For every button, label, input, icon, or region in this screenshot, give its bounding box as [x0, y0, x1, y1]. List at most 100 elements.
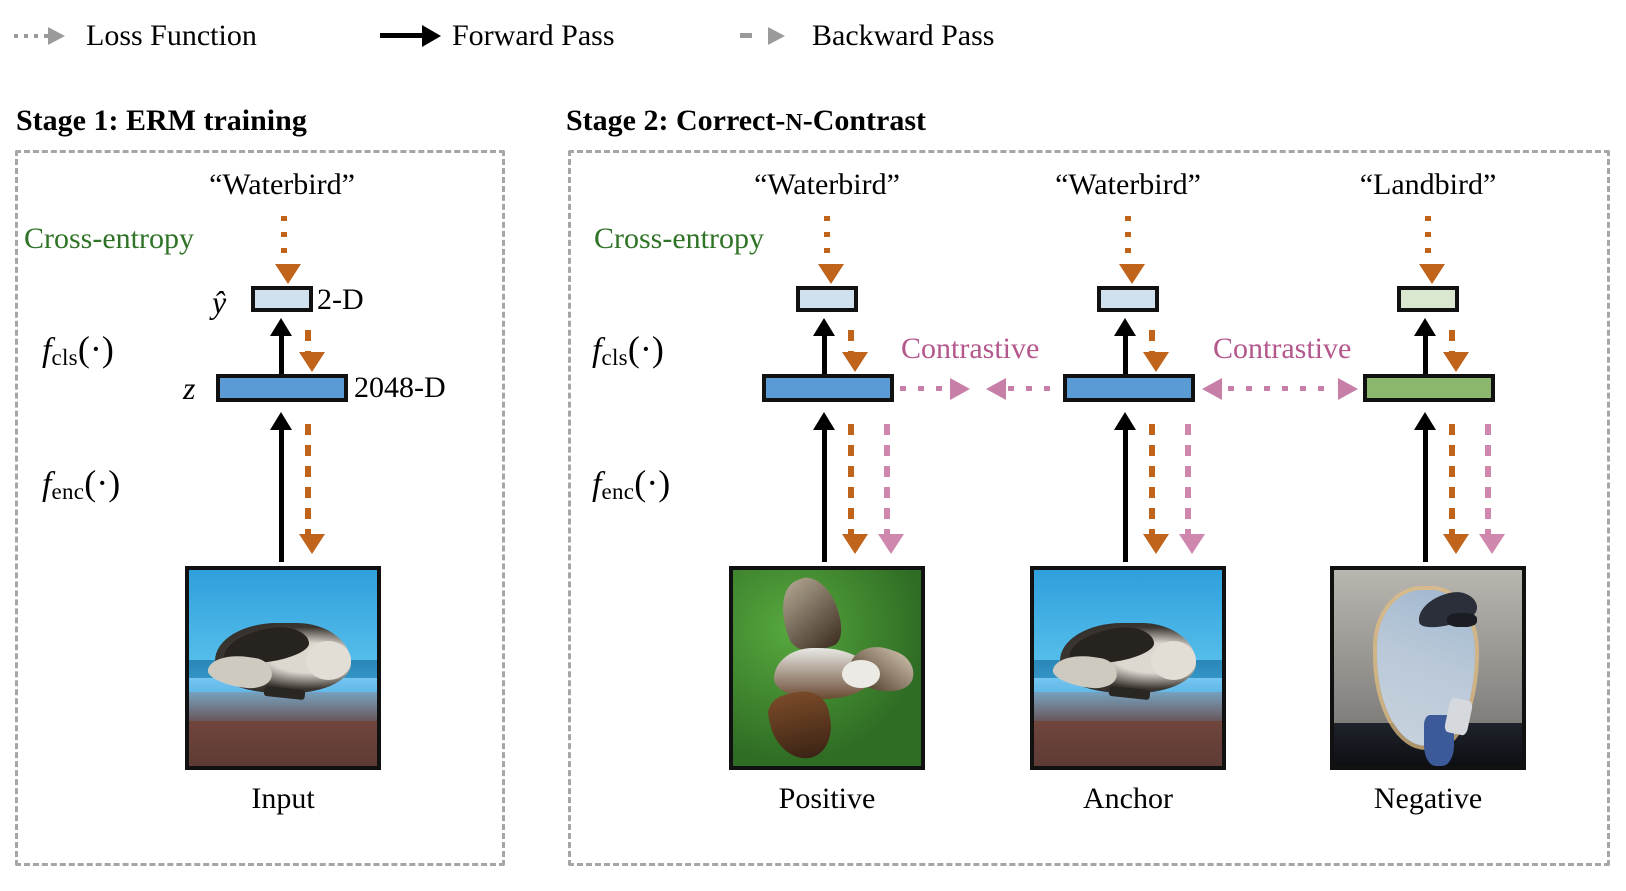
- contrastive-right-arrowhead-right-icon: [1338, 378, 1358, 400]
- contrastive-left-dots-a: [900, 386, 952, 391]
- stage-2-panel: [568, 150, 1610, 866]
- stage-2-col-0-cls-forward-line: [822, 334, 827, 374]
- stage-1-z-symbol: z: [183, 370, 196, 406]
- stage-1-embedding-box: [216, 374, 348, 402]
- contrastive-right-arrowhead-left-icon: [1202, 378, 1222, 400]
- f-cls-arg-2: (·): [627, 329, 664, 369]
- stage-2-col-1-cls-forward-arrowhead-icon: [1114, 318, 1136, 336]
- stage-2-col-1-enc-backward-arrowhead-icon: [1143, 534, 1169, 554]
- stage-2-col-0-logit-box: [796, 286, 858, 312]
- stage-2-col-1-enc-forward-arrowhead-icon: [1114, 412, 1136, 430]
- stage-2-col-0-cls-backward-line: [848, 330, 854, 356]
- stage-2-col-1-logit-box: [1097, 286, 1159, 312]
- stage-2-col-1-cls-forward-line: [1123, 334, 1128, 374]
- stage-1-cls-forward-line: [279, 334, 284, 374]
- stage-2-col-0-enc-backward-line: [848, 424, 854, 536]
- stage-1-cross-entropy-label: Cross-entropy: [24, 222, 194, 255]
- contrastive-right-dots: [1228, 386, 1336, 391]
- f-cls-sub: cls: [51, 345, 78, 370]
- stage-2-col-1-enc-forward-line: [1123, 428, 1128, 562]
- forward-pass-arrow-icon: [380, 25, 442, 47]
- stage-2-title-tail: -Contrast: [802, 104, 927, 137]
- stage-1-yhat-symbol: ŷ: [212, 284, 227, 320]
- stage-2-col-0-embedding-box: [762, 374, 894, 402]
- legend-label-forward-pass: Forward Pass: [452, 19, 615, 52]
- legend-label-backward-pass: Backward Pass: [812, 19, 995, 52]
- stage-2-col-1-cls-backward-line: [1149, 330, 1155, 356]
- legend-label-loss-function: Loss Function: [86, 19, 257, 52]
- stage-2-title: Stage 2: Correct-N-Contrast: [566, 104, 926, 138]
- stage-1-input-image: [185, 566, 381, 770]
- stage-2-positive-caption: Positive: [778, 782, 876, 815]
- stage-2-positive-image: [729, 566, 925, 770]
- f-cls-arg: (·): [77, 329, 114, 369]
- legend: Loss Function Forward Pass Backward Pass: [0, 14, 1100, 58]
- stage-2-col-2-cls-forward-arrowhead-icon: [1414, 318, 1436, 336]
- stage-1-input-caption: Input: [251, 782, 315, 815]
- stage-1-enc-backward-line: [305, 424, 311, 536]
- stage-2-col-1-prediction-label: “Waterbird”: [1055, 168, 1201, 201]
- legend-item-forward-pass: Forward Pass: [380, 14, 615, 58]
- stage-1-logit-dim-label: 2-D: [317, 283, 364, 316]
- loss-function-arrow-icon: [14, 26, 76, 46]
- stage-2-f-cls-label: fcls(·): [592, 328, 664, 371]
- f-enc-arg: (·): [84, 463, 121, 503]
- stage-2-col-2-cls-forward-line: [1423, 334, 1428, 374]
- stage-1-enc-backward-arrowhead-icon: [299, 534, 325, 554]
- stage-1-cls-backward-arrowhead-icon: [299, 352, 325, 372]
- stage-1-cls-backward-line: [305, 330, 311, 356]
- f-enc-sub: enc: [51, 479, 85, 504]
- f-cls-name: f: [42, 332, 52, 369]
- bird-head-2: [842, 660, 880, 688]
- stage-1-f-cls-label: fcls(·): [42, 328, 114, 371]
- stage-2-col-1-loss-dotted-line: [1125, 216, 1131, 272]
- stage-1-cls-forward-arrowhead-icon: [270, 318, 292, 336]
- stage-2-col-2-cls-backward-line: [1449, 330, 1455, 356]
- stage-2-col-0-enc-backward-arrowhead-icon: [842, 534, 868, 554]
- bird-eye-mask: [1446, 613, 1477, 627]
- stage-2-col-1-enc-backward-line: [1149, 424, 1155, 536]
- stage-2-col-2-loss-dotted-line: [1425, 216, 1431, 272]
- stage-1-panel: [15, 150, 505, 866]
- contrastive-left-dots-b: [1008, 386, 1060, 391]
- backward-pass-arrow-icon: [740, 26, 802, 46]
- stage-2-col-2-embedding-box: [1363, 374, 1495, 402]
- stage-1-title: Stage 1: ERM training: [16, 104, 307, 137]
- stage-2-anchor-caption: Anchor: [1083, 782, 1173, 815]
- stage-2-col-0-enc-forward-line: [822, 428, 827, 562]
- stage-2-col-0-cls-forward-arrowhead-icon: [813, 318, 835, 336]
- stage-2-col-0-loss-dotted-line: [824, 216, 830, 272]
- stage-2-col-2-cls-backward-arrowhead-icon: [1443, 352, 1469, 372]
- stage-2-negative-image: [1330, 566, 1526, 770]
- stage-2-col-1-embedding-box: [1063, 374, 1195, 402]
- stage-2-col-2-enc-backward-arrowhead-icon: [1443, 534, 1469, 554]
- stage-2-title-main: Stage 2: Correct-: [566, 104, 786, 137]
- stage-1-embedding-dim-label: 2048-D: [354, 371, 446, 404]
- stage-2-anchor-image: [1030, 566, 1226, 770]
- stage-2-col-2-logit-box: [1397, 286, 1459, 312]
- stage-1-logit-box: [251, 286, 313, 312]
- stage-1-enc-forward-arrowhead-icon: [270, 412, 292, 430]
- stage-2-col-0-prediction-label: “Waterbird”: [754, 168, 900, 201]
- stage-2-col-0-contrastive-backward-line: [884, 424, 890, 536]
- stage-1-prediction-label: “Waterbird”: [209, 168, 355, 201]
- f-enc-sub-2: enc: [601, 479, 635, 504]
- legend-item-loss-function: Loss Function: [14, 14, 257, 58]
- stage-1-loss-arrowhead-icon: [275, 264, 301, 284]
- f-enc-name-2: f: [592, 466, 602, 503]
- stage-2-col-1-cls-backward-arrowhead-icon: [1143, 352, 1169, 372]
- stage-2-col-2-enc-backward-line: [1449, 424, 1455, 536]
- contrastive-label-right: Contrastive: [1213, 332, 1352, 365]
- stage-2-col-2-contrastive-backward-arrowhead-icon: [1479, 534, 1505, 554]
- stage-1-enc-forward-line: [279, 428, 284, 562]
- stage-2-col-0-loss-arrowhead-icon: [818, 264, 844, 284]
- stage-2-col-1-loss-arrowhead-icon: [1119, 264, 1145, 284]
- stage-2-col-1-contrastive-backward-line: [1185, 424, 1191, 536]
- stage-2-col-0-contrastive-backward-arrowhead-icon: [878, 534, 904, 554]
- stage-2-f-enc-label: fenc(·): [592, 462, 670, 505]
- contrastive-left-arrowhead-left-icon: [986, 378, 1006, 400]
- f-cls-name-2: f: [592, 332, 602, 369]
- stage-2-col-2-enc-forward-line: [1423, 428, 1428, 562]
- stage-1-f-enc-label: fenc(·): [42, 462, 120, 505]
- stage-2-col-2-prediction-label: “Landbird”: [1359, 168, 1497, 201]
